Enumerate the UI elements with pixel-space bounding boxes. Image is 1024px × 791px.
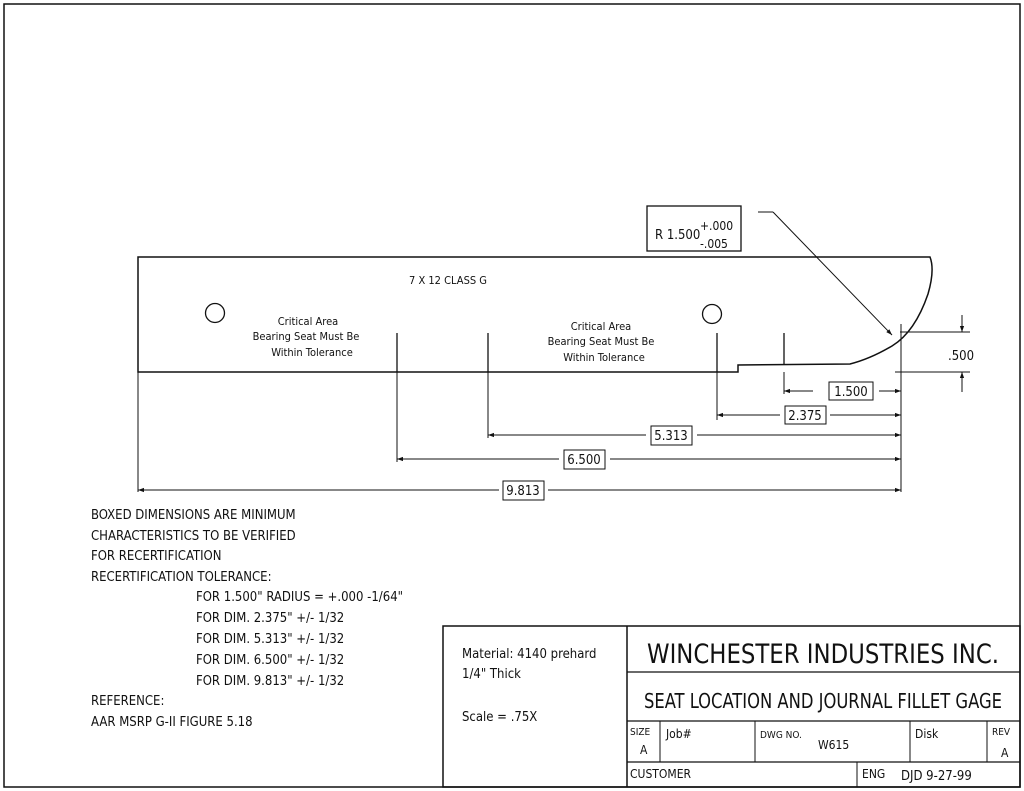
- dim-2375: 2.375: [717, 405, 901, 425]
- svg-text:Critical Area: Critical Area: [571, 320, 632, 333]
- mounting-hole-right: [701, 303, 723, 325]
- gage-outline: [137, 256, 933, 373]
- svg-text:5.313: 5.313: [654, 429, 687, 444]
- svg-text:9.813: 9.813: [506, 484, 539, 499]
- dim-500: .500: [895, 315, 974, 392]
- svg-text:Critical Area: Critical Area: [278, 315, 339, 328]
- svg-text:6.500: 6.500: [567, 453, 600, 468]
- svg-text:Bearing Seat Must Be: Bearing Seat Must Be: [548, 335, 655, 348]
- svg-text:FOR DIM. 2.375" +/- 1/32: FOR DIM. 2.375" +/- 1/32: [196, 611, 344, 626]
- drawing-title: SEAT LOCATION AND JOURNAL FILLET GAGE: [644, 689, 1002, 713]
- svg-text:RECERTIFICATION TOLERANCE:: RECERTIFICATION TOLERANCE:: [91, 570, 272, 585]
- dim-5313: 5.313: [488, 425, 901, 446]
- svg-text:DWG NO.: DWG NO.: [760, 730, 802, 741]
- notes: BOXED DIMENSIONS ARE MINIMUM CHARACTERIS…: [91, 508, 403, 730]
- scale-text: Scale = .75X: [462, 710, 537, 725]
- title-block: Material: 4140 prehard 1/4" Thick Scale …: [442, 625, 1021, 788]
- svg-text:FOR DIM. 6.500" +/- 1/32: FOR DIM. 6.500" +/- 1/32: [196, 653, 344, 668]
- svg-text:CUSTOMER: CUSTOMER: [630, 767, 692, 781]
- svg-text:1.500: 1.500: [834, 385, 867, 400]
- dim-9813: 9.813: [138, 480, 901, 501]
- thickness-text: 1/4" Thick: [462, 667, 521, 682]
- class-label: 7 X 12 CLASS G: [409, 274, 487, 287]
- critical-area-right: Critical Area Bearing Seat Must Be Withi…: [548, 320, 655, 364]
- svg-text:A: A: [640, 743, 648, 757]
- svg-text:Job#: Job#: [665, 727, 692, 741]
- svg-text:-.005: -.005: [700, 237, 728, 251]
- svg-text:REV: REV: [992, 727, 1011, 738]
- critical-area-left: Critical Area Bearing Seat Must Be Withi…: [253, 315, 360, 359]
- material-text: Material: 4140 prehard: [462, 647, 596, 662]
- svg-text:Within Tolerance: Within Tolerance: [271, 346, 353, 359]
- svg-text:SIZE: SIZE: [630, 727, 651, 738]
- svg-text:Bearing Seat Must Be: Bearing Seat Must Be: [253, 330, 360, 343]
- svg-text:REFERENCE:: REFERENCE:: [91, 694, 164, 709]
- dim-1500: 1.500: [784, 381, 901, 401]
- svg-text:+.000: +.000: [700, 219, 733, 233]
- svg-text:Within Tolerance: Within Tolerance: [563, 351, 645, 364]
- svg-text:AAR MSRP G-II FIGURE 5.18: AAR MSRP G-II FIGURE 5.18: [91, 715, 253, 730]
- svg-text:DJD 9-27-99: DJD 9-27-99: [901, 769, 972, 784]
- company-name: WINCHESTER INDUSTRIES INC.: [647, 639, 999, 670]
- svg-text:CHARACTERISTICS TO BE VERIFIED: CHARACTERISTICS TO BE VERIFIED: [91, 529, 296, 544]
- svg-text:BOXED DIMENSIONS ARE MINIMUM: BOXED DIMENSIONS ARE MINIMUM: [91, 508, 296, 523]
- radius-callout: R 1.500 +.000 -.005: [646, 205, 893, 336]
- dim-6500: 6.500: [397, 449, 901, 470]
- svg-text:2.375: 2.375: [788, 409, 821, 424]
- svg-text:.500: .500: [948, 349, 974, 364]
- svg-text:FOR RECERTIFICATION: FOR RECERTIFICATION: [91, 549, 221, 564]
- svg-text:FOR DIM. 9.813" +/- 1/32: FOR DIM. 9.813" +/- 1/32: [196, 674, 344, 689]
- extension-lines: [137, 324, 902, 492]
- svg-text:R 1.500: R 1.500: [655, 228, 700, 243]
- svg-text:W615: W615: [818, 738, 849, 752]
- svg-text:Disk: Disk: [915, 727, 939, 741]
- svg-text:FOR 1.500" RADIUS = +.000 -1/6: FOR 1.500" RADIUS = +.000 -1/64": [196, 590, 403, 605]
- mounting-hole-left: [204, 302, 226, 324]
- svg-text:A: A: [1001, 746, 1009, 760]
- svg-text:FOR DIM. 5.313" +/- 1/32: FOR DIM. 5.313" +/- 1/32: [196, 632, 344, 647]
- svg-text:ENG: ENG: [862, 767, 885, 781]
